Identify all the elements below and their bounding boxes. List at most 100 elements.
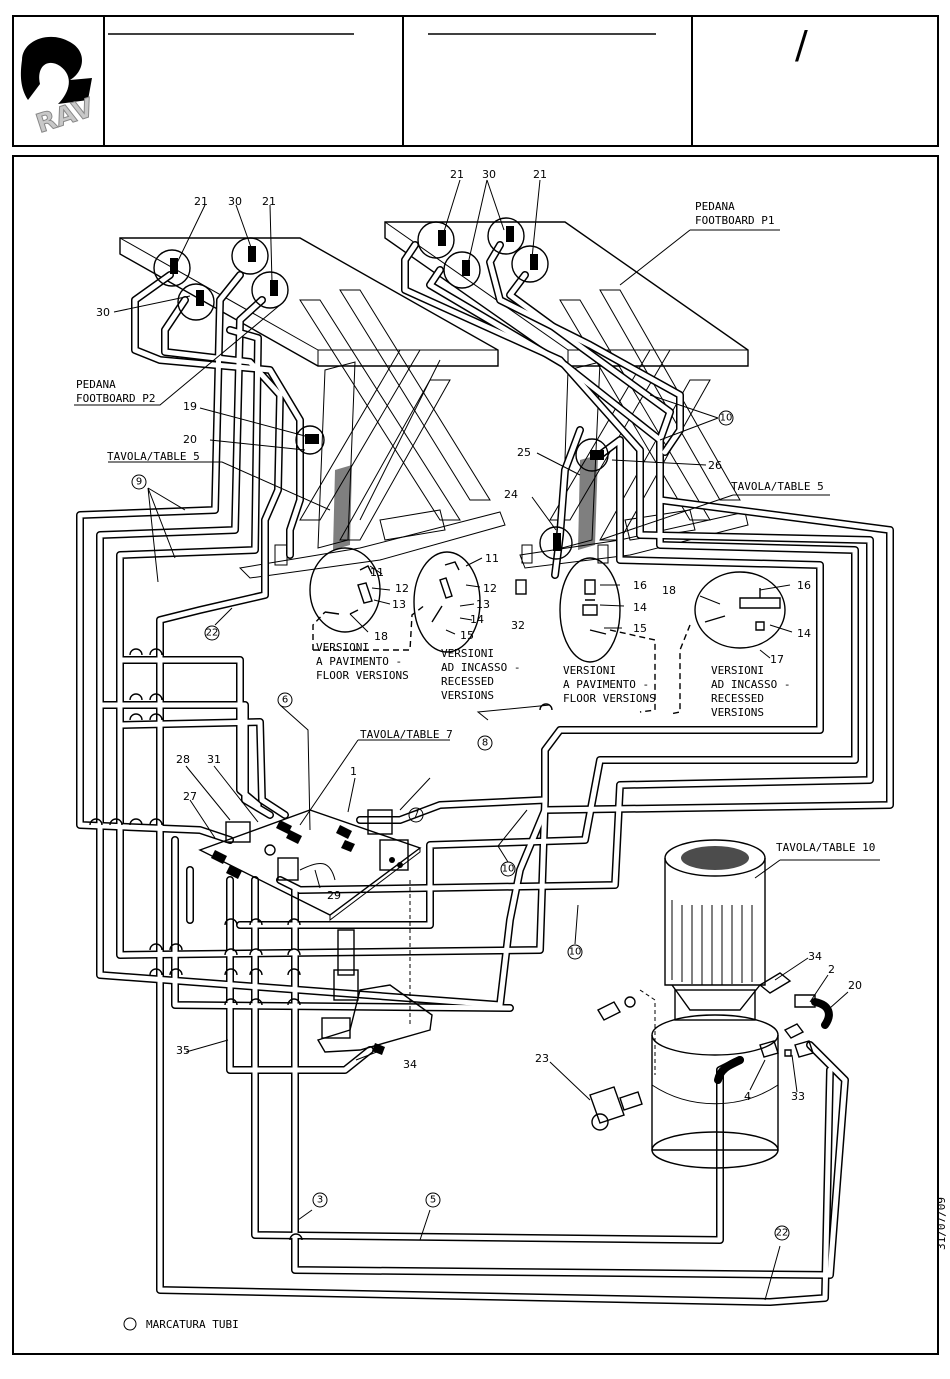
part-12: 12	[483, 582, 497, 595]
hose-marker-7: 7	[413, 810, 419, 821]
hose-marker-22-top: 22	[206, 628, 219, 639]
table5-right-label: TAVOLA/TABLE 5	[731, 480, 824, 493]
right-version-details	[559, 557, 786, 715]
footboard-p1-lift	[384, 221, 749, 569]
hose-marker-3: 3	[317, 1195, 323, 1206]
power-unit	[589, 839, 833, 1169]
hose-marker-10-top: 10	[720, 413, 733, 424]
part-35: 35	[176, 1044, 190, 1057]
legend-circle-icon	[123, 1317, 137, 1331]
recessed-right-line4: VERSIONS	[711, 706, 764, 719]
recessed-left-line2: AD INCASSO -	[441, 661, 520, 674]
drawing-frame	[12, 155, 939, 1355]
part-32: 32	[511, 619, 525, 632]
part-16: 16	[797, 579, 811, 592]
footboard-p2-label-line2: FOOTBOARD P2	[76, 392, 155, 405]
part-12: 12	[395, 582, 409, 595]
part-14: 14	[797, 627, 811, 640]
part-2: 2	[828, 963, 835, 976]
hose-marker-5: 5	[430, 1195, 436, 1206]
part-27: 27	[183, 790, 197, 803]
hydraulic-hoses	[76, 241, 894, 1306]
recessed-left-line4: VERSIONS	[441, 689, 494, 702]
part-34: 34	[403, 1058, 417, 1071]
part-11: 11	[485, 552, 499, 565]
fitting-details	[153, 217, 609, 560]
part-21: 21	[262, 195, 276, 208]
footboard-p2-lift	[119, 237, 506, 579]
part-26: 26	[708, 459, 722, 472]
part-19: 19	[183, 400, 197, 413]
recessed-right-line2: AD INCASSO -	[711, 678, 790, 691]
floor-right-line1: VERSIONI	[563, 664, 616, 677]
part-15: 15	[633, 622, 647, 635]
table7-label: TAVOLA/TABLE 7	[360, 728, 453, 741]
part-20: 20	[848, 979, 862, 992]
table10-label: TAVOLA/TABLE 10	[776, 841, 875, 854]
part-28: 28	[176, 753, 190, 766]
table5-left-label: TAVOLA/TABLE 5	[107, 450, 200, 463]
lower-bracket	[316, 929, 433, 1055]
part-numbers: 21 30 21 30 21 30 21 19 20 25 26 24 11 1…	[96, 168, 862, 1103]
part-30: 30	[482, 168, 496, 181]
hose-marker-10-middle: 10	[502, 864, 515, 875]
part-1: 1	[350, 765, 357, 778]
part-21: 21	[194, 195, 208, 208]
part-34: 34	[808, 950, 822, 963]
header-slash: /	[795, 23, 808, 67]
recessed-right-line1: VERSIONI	[711, 664, 764, 677]
part-33: 33	[791, 1090, 805, 1103]
part-18: 18	[374, 630, 388, 643]
hose-marker-9: 9	[136, 477, 142, 488]
part-31: 31	[207, 753, 221, 766]
floor-right-line3: FLOOR VERSIONS	[563, 692, 656, 705]
footboard-p1-label-line1: PEDANA	[695, 200, 735, 213]
floor-left-line3: FLOOR VERSIONS	[316, 669, 409, 682]
part-30: 30	[96, 306, 110, 319]
part-14: 14	[470, 613, 484, 626]
floor-left-line2: A PAVIMENTO -	[316, 655, 402, 668]
title-block: /	[12, 15, 939, 147]
hose-marker-8: 8	[482, 738, 488, 749]
logo-text: RAV	[33, 93, 98, 140]
part-15: 15	[460, 629, 474, 642]
part-18: 18	[662, 584, 676, 597]
valve-manifold	[198, 809, 422, 1025]
floor-right-line2: A PAVIMENTO -	[563, 678, 649, 691]
part-17: 17	[770, 653, 784, 666]
drawing-date: 31/07/09	[935, 1197, 948, 1250]
part-16: 16	[633, 579, 647, 592]
part-25: 25	[517, 446, 531, 459]
part-20: 20	[183, 433, 197, 446]
part-30: 30	[228, 195, 242, 208]
footboard-p2-label-line1: PEDANA	[76, 378, 116, 391]
legend: MARCATURA TUBI	[123, 1317, 239, 1331]
leader-lines	[74, 179, 880, 1301]
hose-crossovers	[89, 648, 553, 1241]
part-14: 14	[633, 601, 647, 614]
left-version-details	[309, 547, 527, 653]
rav-logo: RAV	[20, 36, 98, 140]
part-23: 23	[535, 1052, 549, 1065]
part-29: 29	[327, 889, 341, 902]
part-4: 4	[744, 1090, 751, 1103]
recessed-right-line3: RECESSED	[711, 692, 764, 705]
part-13: 13	[476, 598, 490, 611]
floor-left-line1: VERSIONI	[316, 641, 369, 654]
footboard-p1-label-line2: FOOTBOARD P1	[695, 214, 774, 227]
legend-text: MARCATURA TUBI	[146, 1318, 239, 1331]
part-24: 24	[504, 488, 518, 501]
recessed-left-line3: RECESSED	[441, 675, 494, 688]
hose-marker-6: 6	[282, 695, 288, 706]
part-21: 21	[450, 168, 464, 181]
hydraulic-hoses-inner	[77, 242, 893, 1305]
callout-labels: PEDANA FOOTBOARD P1 PEDANA FOOTBOARD P2 …	[76, 200, 875, 854]
hose-marker-22-bottom: 22	[776, 1228, 789, 1239]
part-13: 13	[392, 598, 406, 611]
hose-marker-10-bottom: 10	[569, 947, 582, 958]
part-11: 11	[370, 566, 384, 579]
hose-markers: 9 22 6 8 7 10 10 10 3 5 22	[131, 410, 790, 1241]
recessed-left-line1: VERSIONI	[441, 647, 494, 660]
part-21: 21	[533, 168, 547, 181]
